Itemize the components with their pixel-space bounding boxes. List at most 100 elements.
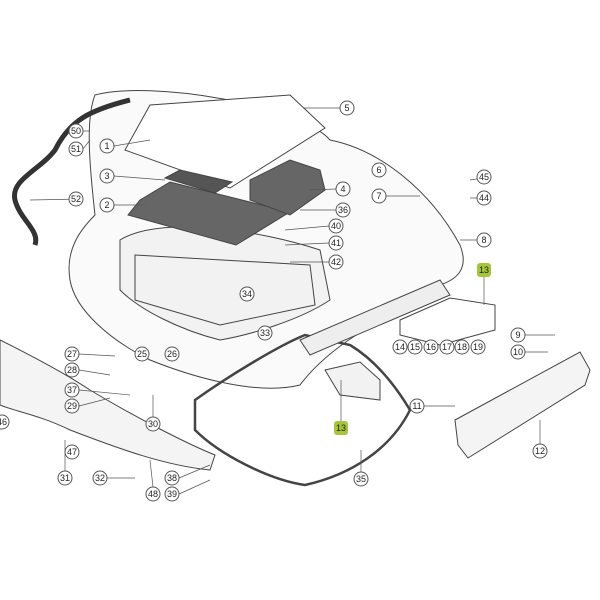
callout-label: 39 bbox=[167, 489, 177, 499]
callout-label: 31 bbox=[60, 473, 70, 483]
callout-label: 27 bbox=[67, 349, 77, 359]
callout-11[interactable]: 11 bbox=[409, 398, 425, 414]
callout-25[interactable]: 25 bbox=[134, 346, 150, 362]
callout-32[interactable]: 32 bbox=[92, 470, 108, 486]
callout-41[interactable]: 41 bbox=[328, 235, 344, 251]
callout-marker bbox=[335, 202, 351, 218]
callout-47[interactable]: 47 bbox=[64, 444, 80, 460]
callout-marker bbox=[335, 181, 351, 197]
callout-13[interactable]: 13 bbox=[334, 421, 348, 435]
callout-label: 5 bbox=[344, 103, 349, 113]
callout-marker bbox=[454, 339, 470, 355]
callout-marker bbox=[334, 421, 348, 435]
callout-42[interactable]: 42 bbox=[328, 254, 344, 270]
callout-label: 44 bbox=[479, 193, 489, 203]
callout-label: 13 bbox=[479, 265, 489, 275]
callout-27[interactable]: 27 bbox=[64, 346, 80, 362]
callout-marker bbox=[476, 169, 492, 185]
callout-label: 29 bbox=[67, 401, 77, 411]
callout-46[interactable]: 46 bbox=[0, 414, 10, 430]
callout-51[interactable]: 51 bbox=[68, 141, 84, 157]
callout-40[interactable]: 40 bbox=[328, 218, 344, 234]
callout-17[interactable]: 17 bbox=[439, 339, 455, 355]
callout-44[interactable]: 44 bbox=[476, 190, 492, 206]
callout-label: 51 bbox=[71, 144, 81, 154]
callout-marker bbox=[99, 197, 115, 213]
callout-label: 41 bbox=[331, 238, 341, 248]
callout-marker bbox=[164, 346, 180, 362]
callout-14[interactable]: 14 bbox=[392, 339, 408, 355]
callout-34[interactable]: 34 bbox=[239, 286, 255, 302]
callout-marker bbox=[510, 327, 526, 343]
callout-19[interactable]: 19 bbox=[470, 339, 486, 355]
callout-12[interactable]: 12 bbox=[532, 443, 548, 459]
callout-26[interactable]: 26 bbox=[164, 346, 180, 362]
callout-marker bbox=[392, 339, 408, 355]
callout-marker bbox=[64, 346, 80, 362]
callout-marker bbox=[239, 286, 255, 302]
callout-6[interactable]: 6 bbox=[371, 162, 387, 178]
callout-marker bbox=[68, 191, 84, 207]
callout-label: 26 bbox=[167, 349, 177, 359]
callout-marker bbox=[99, 168, 115, 184]
callout-marker bbox=[476, 232, 492, 248]
callout-marker bbox=[409, 398, 425, 414]
callout-39[interactable]: 39 bbox=[164, 486, 180, 502]
callout-label: 48 bbox=[148, 489, 158, 499]
callout-label: 38 bbox=[167, 473, 177, 483]
callout-35[interactable]: 35 bbox=[353, 471, 369, 487]
callout-10[interactable]: 10 bbox=[510, 344, 526, 360]
callout-marker bbox=[328, 235, 344, 251]
callout-label: 19 bbox=[473, 342, 483, 352]
callout-label: 4 bbox=[340, 184, 345, 194]
callout-label: 37 bbox=[67, 385, 77, 395]
callout-28[interactable]: 28 bbox=[64, 362, 80, 378]
callout-29[interactable]: 29 bbox=[64, 398, 80, 414]
callout-label: 40 bbox=[331, 221, 341, 231]
callout-7[interactable]: 7 bbox=[371, 188, 387, 204]
callout-15[interactable]: 15 bbox=[407, 339, 423, 355]
callout-marker bbox=[328, 218, 344, 234]
callout-37[interactable]: 37 bbox=[64, 382, 80, 398]
callout-marker bbox=[371, 162, 387, 178]
callout-33[interactable]: 33 bbox=[257, 325, 273, 341]
front-lip-47 bbox=[0, 339, 216, 471]
callout-marker bbox=[64, 382, 80, 398]
callout-label: 52 bbox=[71, 194, 81, 204]
filter-13 bbox=[399, 297, 496, 346]
callout-marker bbox=[476, 190, 492, 206]
callout-label: 1 bbox=[104, 141, 109, 151]
callout-18[interactable]: 18 bbox=[454, 339, 470, 355]
callout-36[interactable]: 36 bbox=[335, 202, 351, 218]
callout-label: 35 bbox=[356, 474, 366, 484]
callout-1[interactable]: 1 bbox=[99, 138, 115, 154]
callout-13[interactable]: 13 bbox=[477, 263, 491, 277]
panel-1 bbox=[124, 94, 326, 189]
callout-3[interactable]: 3 bbox=[99, 168, 115, 184]
callout-48[interactable]: 48 bbox=[145, 486, 161, 502]
callout-52[interactable]: 52 bbox=[68, 191, 84, 207]
callout-2[interactable]: 2 bbox=[99, 197, 115, 213]
callout-31[interactable]: 31 bbox=[57, 470, 73, 486]
callout-marker bbox=[532, 443, 548, 459]
hose-52 bbox=[12, 97, 131, 246]
callout-marker bbox=[371, 188, 387, 204]
callout-label: 30 bbox=[148, 419, 158, 429]
callout-16[interactable]: 16 bbox=[423, 339, 439, 355]
callout-30[interactable]: 30 bbox=[145, 416, 161, 432]
callout-50[interactable]: 50 bbox=[68, 123, 84, 139]
callout-5[interactable]: 5 bbox=[339, 100, 355, 116]
callout-label: 18 bbox=[457, 342, 467, 352]
callout-45[interactable]: 45 bbox=[476, 169, 492, 185]
callout-marker bbox=[145, 416, 161, 432]
callout-marker bbox=[510, 344, 526, 360]
callout-marker bbox=[257, 325, 273, 341]
callout-8[interactable]: 8 bbox=[476, 232, 492, 248]
callout-marker bbox=[477, 263, 491, 277]
callout-4[interactable]: 4 bbox=[335, 181, 351, 197]
callout-label: 33 bbox=[260, 328, 270, 338]
callout-38[interactable]: 38 bbox=[164, 470, 180, 486]
callout-marker bbox=[353, 471, 369, 487]
callout-9[interactable]: 9 bbox=[510, 327, 526, 343]
